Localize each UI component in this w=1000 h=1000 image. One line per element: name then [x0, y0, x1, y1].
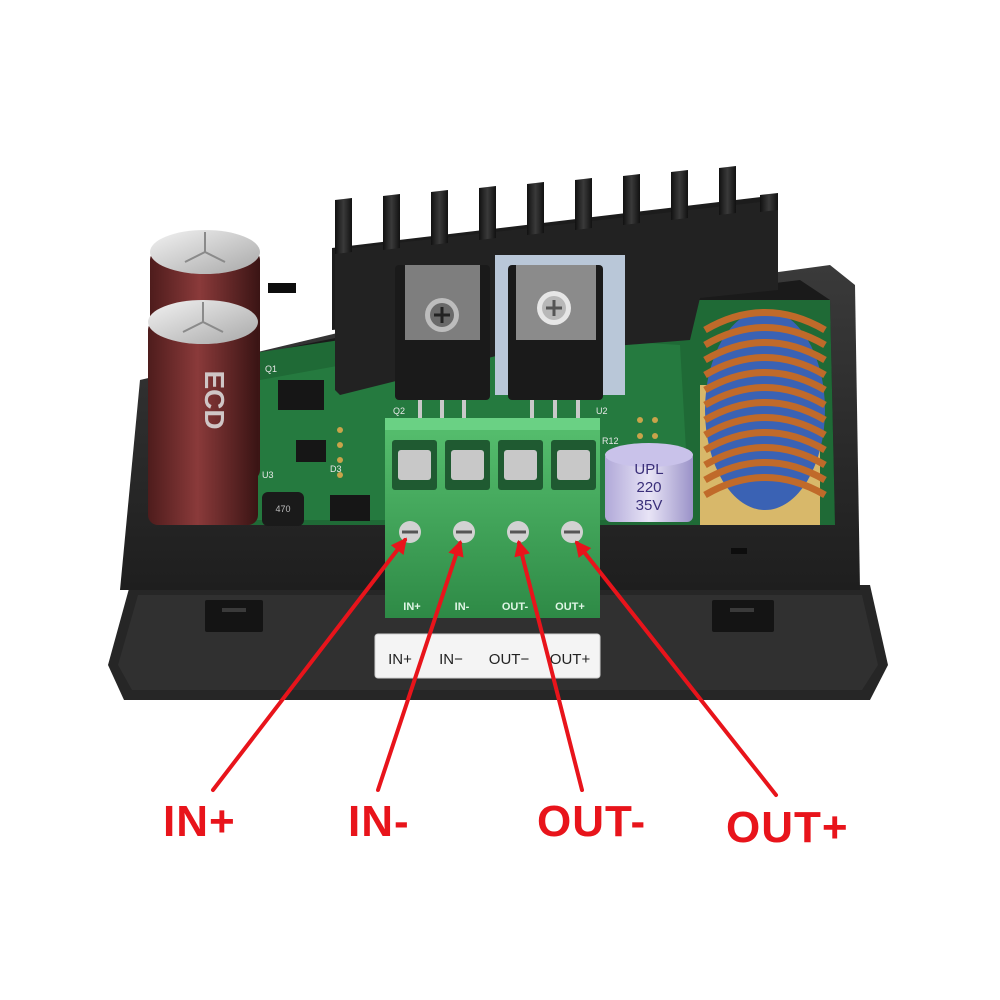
transistor-q2	[395, 265, 490, 400]
latch-right	[712, 600, 774, 632]
callout-label-in-plus: IN+	[163, 797, 236, 846]
electrolytic-capacitor-front: ECD	[148, 300, 258, 525]
silk-label-in-plus: IN+	[403, 601, 420, 613]
silk-label-out-plus: OUT+	[555, 601, 585, 613]
arrow-out-minus	[514, 539, 584, 792]
terminal-screws	[399, 521, 583, 543]
silk-r12: R12	[602, 436, 619, 446]
terminal-block: IN+ IN- OUT- OUT+	[385, 418, 600, 618]
silk-label-out-minus: OUT-	[502, 601, 529, 613]
smd-inductor	[262, 492, 304, 526]
sticker-label-out-plus: OUT+	[550, 651, 591, 668]
sticker-label-in-minus: IN−	[439, 651, 463, 668]
sticker-label-out-minus: OUT−	[489, 651, 530, 668]
polymer-cap-line3: 35V	[636, 497, 663, 514]
polymer-cap-line1: UPL	[634, 461, 663, 478]
ic-chip	[296, 440, 326, 462]
terminal-sticker: IN+ IN− OUT− OUT+	[374, 633, 601, 679]
silk-d3: D3	[330, 464, 342, 474]
polymer-capacitor: UPL 220 35V	[605, 443, 693, 522]
callout-label-in-minus: IN-	[348, 797, 410, 846]
sticker-label-in-plus: IN+	[388, 651, 412, 668]
callout-label-out-minus: OUT-	[537, 797, 647, 846]
inductor-label: 470	[275, 504, 290, 514]
silk-u3: U3	[262, 470, 274, 480]
toroidal-inductor	[700, 309, 827, 525]
polymer-cap-line2: 220	[636, 479, 661, 496]
arrow-in-plus	[211, 537, 407, 792]
transistor-u2	[508, 265, 603, 400]
silk-label-in-minus: IN-	[455, 601, 470, 613]
heatsink	[332, 166, 778, 418]
silk-q1: Q1	[265, 364, 277, 374]
capacitor-brand: ECD	[199, 370, 230, 429]
silk-q2: Q2	[393, 406, 405, 416]
ic-chip	[330, 495, 370, 521]
callout-label-out-plus: OUT+	[726, 803, 849, 852]
ic-chip	[278, 380, 324, 410]
arrow-out-plus	[575, 540, 778, 797]
arrow-in-minus	[376, 539, 464, 792]
latch-left	[205, 600, 263, 632]
silk-u2: U2	[596, 406, 608, 416]
